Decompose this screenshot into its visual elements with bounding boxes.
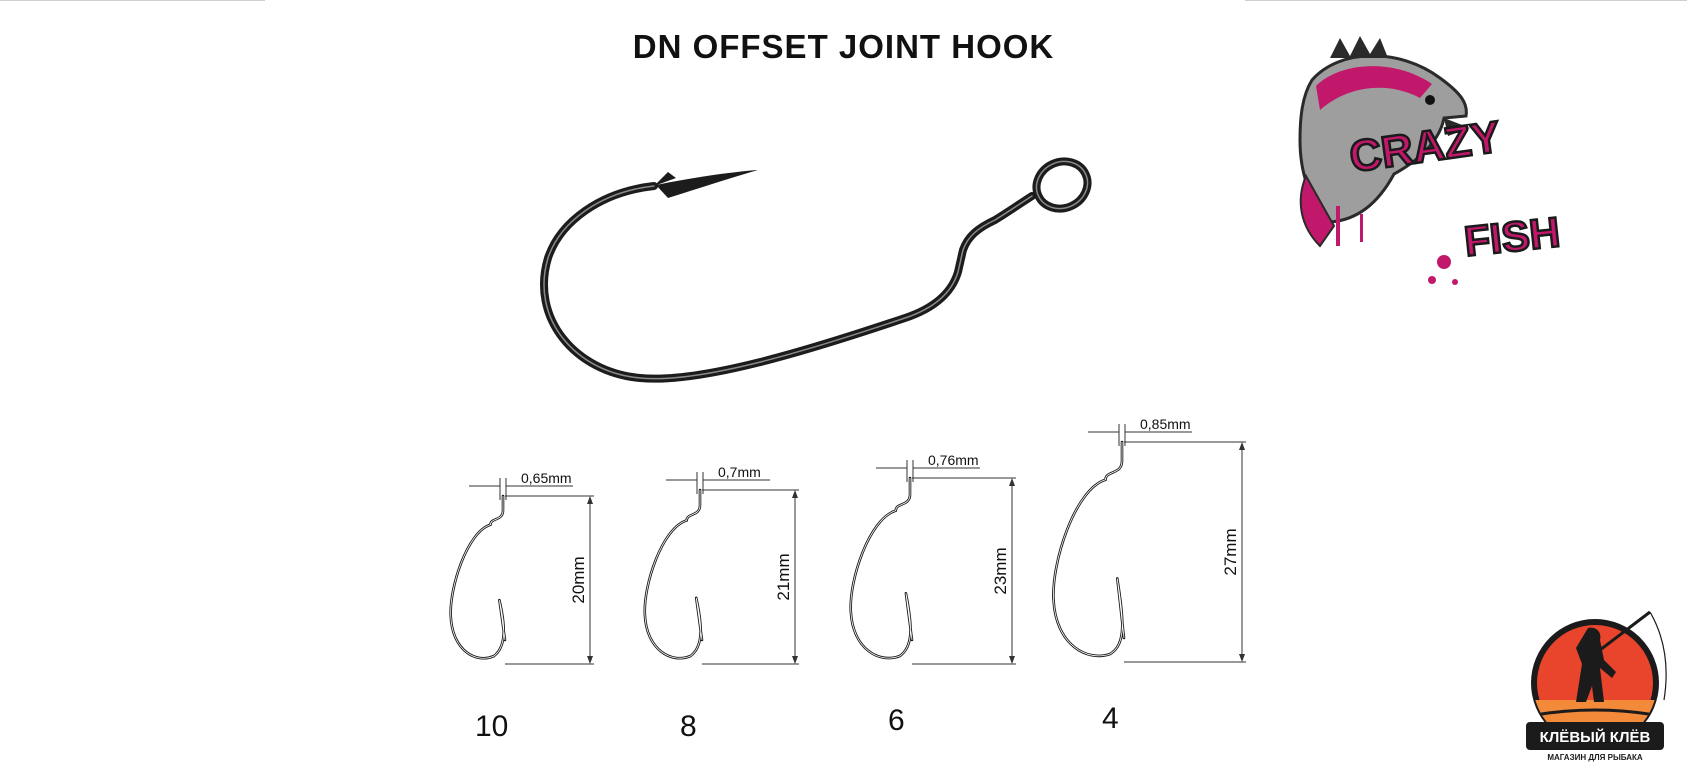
length-arrow-top xyxy=(1239,442,1245,450)
hook-outline xyxy=(643,488,704,660)
shop-tagline: МАГАЗИН ДЛЯ РЫБАКА xyxy=(1547,753,1643,762)
hook-outline-highlight xyxy=(644,490,703,659)
hook-outline xyxy=(849,476,914,660)
length-arrow-top xyxy=(792,490,798,498)
hook-size-diagrams: 0,65mm 20mm 10 0,7mm 21mm 8 0,76mm 23mm 6 0,85mm 2… xyxy=(449,416,1246,743)
length-arrow-bottom xyxy=(1009,656,1015,664)
top-border-left xyxy=(0,0,265,1)
page-title: DN OFFSET JOINT HOOK xyxy=(632,28,1055,65)
hook-size-label: 8 xyxy=(680,710,697,743)
hook-length-label: 27mm xyxy=(1221,528,1240,575)
hook-size-label: 10 xyxy=(475,710,508,743)
length-arrow-bottom xyxy=(1239,654,1245,662)
hook-outline-highlight xyxy=(1053,442,1125,657)
crazy-fish-logo: CRAZY FISH xyxy=(1298,36,1563,285)
hook-diagram-6: 0,76mm 23mm 6 xyxy=(849,452,1016,737)
hook-length-label: 21mm xyxy=(774,553,793,600)
wire-diameter-label: 0,65mm xyxy=(521,470,572,486)
length-arrow-top xyxy=(1009,478,1015,486)
hook-length-label: 23mm xyxy=(991,547,1010,594)
shop-badge-logo: КЛЁВЫЙ КЛЁВ МАГАЗИН ДЛЯ РЫБАКА xyxy=(1526,610,1667,762)
length-arrow-top xyxy=(587,496,593,504)
hook-outline-highlight xyxy=(450,496,506,659)
wire-diameter-label: 0,85mm xyxy=(1140,416,1191,432)
hook-outline xyxy=(1052,440,1126,658)
hook-diagram-8: 0,7mm 21mm 8 xyxy=(643,464,799,743)
main-hook-illustration xyxy=(540,157,1092,383)
hook-size-label: 4 xyxy=(1102,702,1119,735)
hook-size-label: 6 xyxy=(888,704,905,737)
hook-outline xyxy=(449,494,507,660)
shop-name: КЛЁВЫЙ КЛЁВ xyxy=(1540,728,1651,746)
hook-length-label: 20mm xyxy=(569,556,588,603)
hook-diagram-10: 0,65mm 20mm 10 xyxy=(449,470,594,743)
length-arrow-bottom xyxy=(587,656,593,664)
top-border-right xyxy=(1245,0,1687,1)
wire-diameter-label: 0,7mm xyxy=(718,464,761,480)
wire-diameter-label: 0,76mm xyxy=(928,452,979,468)
crazy-fish-line2: FISH xyxy=(1462,208,1562,265)
hook-outline-highlight xyxy=(850,478,913,659)
length-arrow-bottom xyxy=(792,656,798,664)
hook-diagram-4: 0,85mm 27mm 4 xyxy=(1052,416,1246,735)
